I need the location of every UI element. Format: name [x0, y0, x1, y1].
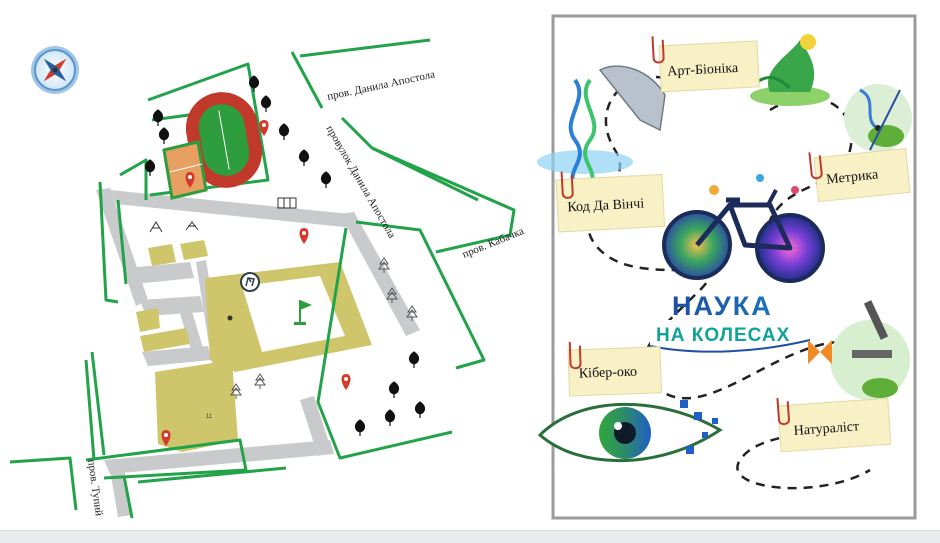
tree-icon [378, 257, 390, 273]
street-label-tupyi: пров. Тупий [85, 459, 105, 517]
station-label: Код Да Вінчі [567, 196, 645, 215]
title-line-1: НАУКА [672, 291, 773, 321]
paperclip-icon [808, 152, 823, 180]
courtyard [242, 276, 345, 352]
bottom-strip [0, 530, 940, 543]
compass-icon [31, 46, 79, 94]
roads [96, 188, 420, 517]
tree-icon [414, 401, 426, 418]
paperclip-icon [568, 341, 582, 370]
station-label: Натураліст [793, 419, 859, 439]
playground-icon [149, 197, 297, 233]
location-pin-icon[interactable] [161, 430, 171, 446]
tree-icon [254, 373, 266, 389]
tree-icon [158, 127, 170, 144]
frog-dna-illustration [844, 84, 912, 152]
paperclip-icon [560, 171, 574, 199]
tree-icon [386, 287, 398, 303]
station-metryka[interactable]: Метрика [808, 142, 911, 203]
tree-icon [354, 419, 366, 436]
location-pin-icon[interactable] [341, 374, 351, 390]
paperclip-icon [651, 36, 665, 64]
dna-robot-illustration [537, 65, 666, 187]
tree-icon [278, 123, 290, 140]
station-label: Арт-Біоніка [667, 61, 739, 80]
station-label: Кібер-око [579, 365, 638, 382]
building-number: 11 [206, 414, 213, 420]
tree-icon [248, 75, 260, 92]
tree-icon [408, 351, 420, 368]
tree-icon [320, 171, 332, 188]
sports-field [162, 92, 263, 200]
tree-icon [144, 159, 156, 176]
street-label-danyla-apostola-lane: пров. Данила Апостола [326, 68, 436, 103]
bicycle-illustration [662, 174, 825, 283]
tree-icons [144, 75, 426, 436]
location-pins[interactable] [161, 120, 351, 446]
pine-icons [230, 257, 418, 399]
tree-icon [260, 95, 272, 112]
flag-icon [294, 300, 312, 325]
campus-map: 11 [9, 38, 526, 519]
station-art-bionika[interactable]: Арт-Біоніка [651, 31, 760, 93]
green-boundaries [9, 38, 516, 519]
station-kod-da-vinchi[interactable]: Код Да Вінчі [555, 166, 666, 233]
title-line-2: НА КОЛЕСАХ [656, 325, 790, 346]
tree-icon [298, 149, 310, 166]
start-finish-icon[interactable] [240, 272, 260, 292]
tree-icon [406, 305, 418, 321]
paperclip-icon [776, 397, 790, 426]
station-label: Метрика [826, 167, 880, 187]
location-pin-icon[interactable] [299, 228, 309, 244]
location-pin-icon[interactable] [259, 120, 269, 136]
tree-icon [388, 381, 400, 398]
location-pin-icon[interactable] [185, 172, 195, 188]
tree-icon [230, 383, 242, 399]
microscope-nature-illustration [808, 300, 910, 400]
poster-title: НАУКА НА КОЛЕСАХ [649, 291, 811, 353]
cyber-eye-illustration [537, 400, 723, 463]
station-kiber-oko[interactable]: Кібер-око [567, 339, 663, 397]
tree-icon [152, 109, 164, 126]
science-on-wheels-poster: НАУКА НА КОЛЕСАХ [537, 14, 917, 520]
station-naturalist[interactable]: Натураліст [776, 390, 892, 453]
entrance-dot [227, 315, 233, 321]
tree-icon [384, 409, 396, 426]
